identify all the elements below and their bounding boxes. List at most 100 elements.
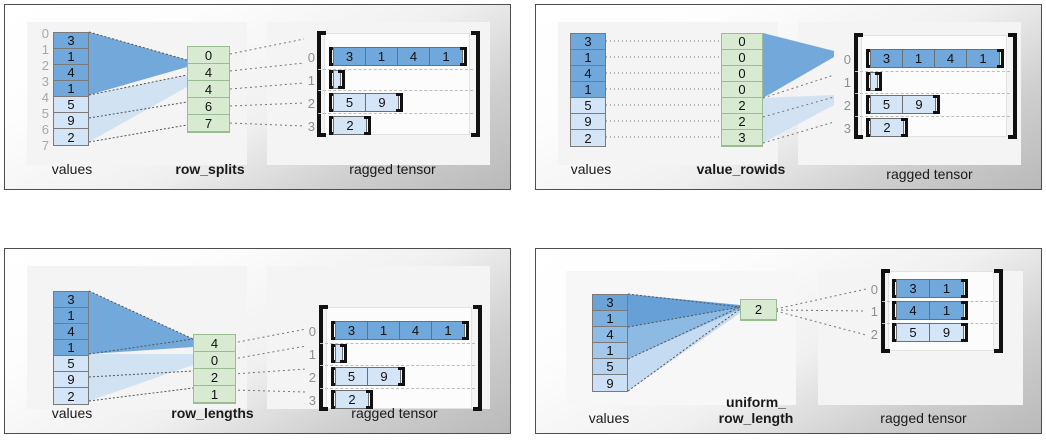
inner-bracket-right — [366, 390, 373, 409]
index-tick: 3 — [41, 74, 49, 89]
partition-cell: 4 — [188, 81, 229, 98]
partition-cell: 6 — [188, 98, 229, 115]
tensor-row-cells: 5 9 — [335, 367, 401, 386]
row-splits-stack: 0 4 4 6 7 — [187, 46, 230, 133]
inner-bracket-left — [329, 93, 336, 112]
value-cell: 1 — [593, 343, 627, 359]
row-index: 1 — [843, 75, 851, 90]
row-index: 3 — [843, 121, 851, 136]
tensor-row — [866, 72, 884, 91]
partition-cell: 0 — [722, 50, 762, 66]
panel-row-splits: 0 1 2 3 4 5 6 7 3 1 4 1 5 9 2 0 4 4 6 7 — [4, 4, 511, 190]
outer-bracket-right — [473, 305, 482, 411]
value-cell: 1 — [571, 50, 605, 66]
value-cell: 3 — [593, 295, 627, 311]
inner-bracket-right — [961, 323, 968, 342]
uniform-row-length-stack: 2 — [740, 299, 777, 321]
tensor-row-cells: 2 — [333, 116, 367, 135]
row-separator — [320, 388, 475, 389]
tensor-row-cells: 5 9 — [870, 95, 936, 114]
tensor-label: ragged tensor — [349, 161, 436, 177]
value-rowids-stack: 0 0 0 0 2 2 3 — [721, 33, 763, 147]
tensor-row: 5 9 — [331, 367, 407, 386]
tensor-label: ragged tensor — [351, 405, 438, 421]
value-cell: 2 — [54, 129, 88, 145]
inner-bracket-right — [901, 118, 908, 137]
outer-bracket-left — [881, 269, 890, 353]
panel-uniform-row-length: 3 1 4 1 5 9 2 0 1 2 3 — [535, 248, 1042, 434]
inner-bracket-left — [892, 279, 899, 298]
outer-bracket-left — [854, 33, 863, 139]
tensor-row-cells: 5 9 — [333, 93, 399, 112]
tensor-cell: 1 — [430, 48, 462, 65]
inner-bracket-right — [961, 301, 968, 320]
index-tick: 7 — [41, 138, 49, 153]
outer-bracket-left — [317, 31, 326, 137]
tensor-cell: 3 — [336, 322, 368, 339]
value-cell: 9 — [54, 113, 88, 129]
tensor-cell: 3 — [897, 280, 931, 297]
value-cell: 2 — [571, 130, 605, 146]
partition-cell: 4 — [188, 64, 229, 81]
row-separator — [855, 93, 1010, 94]
index-tick: 5 — [41, 106, 49, 121]
values-label: values — [51, 161, 93, 177]
tensor-cell: 4 — [398, 48, 430, 65]
inner-bracket-left — [329, 70, 336, 89]
tensor-cell: 5 — [336, 368, 369, 385]
tensor-row-cells — [335, 344, 343, 363]
partition-cell: 1 — [194, 386, 235, 403]
value-cell: 5 — [54, 97, 88, 113]
value-cell: 4 — [593, 327, 627, 343]
panel-row-lengths: 3 1 4 1 5 9 2 4 0 2 1 0 1 — [4, 248, 511, 434]
tensor-cell: 4 — [935, 50, 967, 67]
inner-bracket-left — [866, 118, 873, 137]
inner-bracket-left — [866, 49, 873, 68]
encoding-label: row_lengths — [171, 405, 254, 421]
partition-cell: 0 — [722, 66, 762, 82]
row-index: 3 — [308, 393, 316, 408]
inner-bracket-right — [364, 116, 371, 135]
values-stack-2: 3 1 4 1 5 9 2 — [53, 291, 89, 405]
tensor-cell: 1 — [903, 50, 935, 67]
tensor-row — [331, 344, 349, 363]
tensor-row: 2 — [331, 390, 375, 409]
partition-cell: 0 — [188, 47, 229, 64]
inner-bracket-right — [338, 70, 345, 89]
inner-bracket-left — [892, 301, 899, 320]
partition-cell: 0 — [722, 82, 762, 98]
row-index: 2 — [308, 370, 316, 385]
inner-bracket-right — [933, 95, 940, 114]
tensor-row: 3 1 4 1 — [329, 47, 469, 66]
inner-bracket-left — [892, 323, 899, 342]
inner-bracket-right — [460, 47, 467, 66]
inner-bracket-right — [961, 279, 968, 298]
value-cell: 2 — [54, 388, 88, 404]
tensor-cell: 4 — [400, 322, 432, 339]
value-cell: 3 — [571, 34, 605, 50]
tensor-cell: 2 — [871, 119, 903, 136]
partition-cell: 0 — [194, 352, 235, 369]
value-cell: 1 — [54, 308, 88, 324]
value-cell: 5 — [571, 98, 605, 114]
tensor-row-cells: 3 1 4 1 — [333, 47, 463, 66]
tensor-cell: 9 — [366, 94, 398, 111]
row-index: 0 — [308, 324, 316, 339]
tensor-row: 5 9 — [892, 323, 970, 342]
partition-cell: 2 — [194, 369, 235, 386]
value-cell: 1 — [593, 311, 627, 327]
tensor-cell: 4 — [897, 302, 931, 319]
tensor-cell: 5 — [897, 324, 931, 341]
row-index: 0 — [843, 52, 851, 67]
inner-bracket-right — [396, 93, 403, 112]
inner-bracket-left — [331, 367, 338, 386]
outer-bracket-left — [319, 305, 328, 411]
row-index: 0 — [307, 50, 315, 65]
partition-cell: 4 — [194, 335, 235, 352]
index-tick: 2 — [41, 58, 49, 73]
partition-cell: 2 — [722, 98, 762, 114]
tensor-row: 2 — [329, 116, 373, 135]
row-index: 2 — [870, 327, 878, 342]
row-lengths-stack: 4 0 2 1 — [193, 334, 236, 404]
